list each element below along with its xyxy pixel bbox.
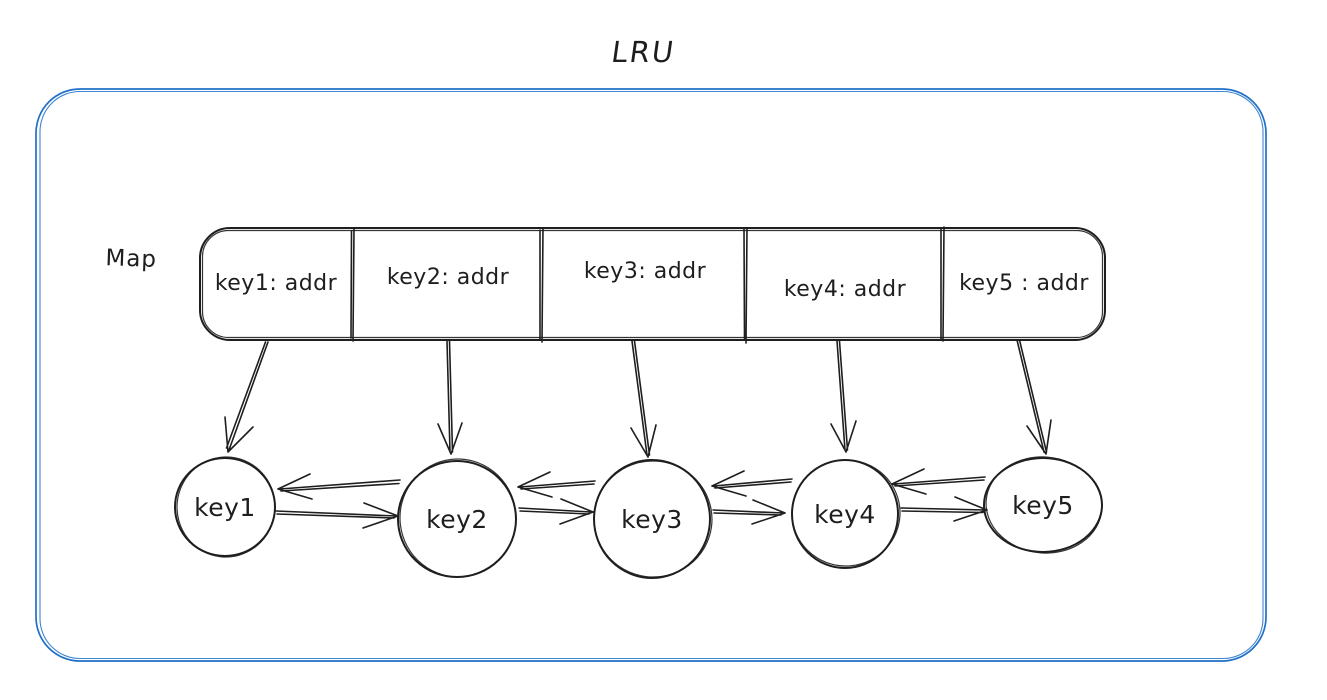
- node-label: key5: [1012, 491, 1074, 520]
- map-cell-key5: key5 : addr: [959, 271, 1089, 296]
- arrow-key4-to-key5: [900, 496, 988, 522]
- node-label: key2: [426, 505, 488, 534]
- node-circle-second-pass: [791, 459, 901, 567]
- arrow-key5-to-key4: [891, 468, 986, 495]
- node-key5: key5: [983, 456, 1103, 554]
- map-cell-key3: key3: addr: [584, 259, 707, 284]
- map-box-outline-second-pass: [201, 229, 1104, 339]
- map-cell-divider: [350, 228, 355, 342]
- node-circle-second-pass: [176, 456, 276, 558]
- arrow-map-to-key1: [224, 341, 269, 453]
- map-cell-divider: [940, 226, 945, 342]
- arrow-key4-to-key3: [711, 470, 793, 497]
- map-cell-divider: [743, 227, 748, 344]
- node-key2: key2: [397, 458, 517, 578]
- node-label: key3: [621, 505, 683, 534]
- arrow-key2-to-key1: [277, 473, 401, 500]
- arrow-key2-to-key3: [518, 498, 594, 525]
- linked-list-nodes: key1 key2 key3 key4 key5: [174, 456, 1103, 579]
- diagram-title: LRU: [609, 35, 677, 69]
- node-circle-second-pass: [593, 460, 713, 578]
- arrow-key3-to-key2: [517, 471, 596, 498]
- node-key1: key1: [174, 456, 276, 558]
- container-box-outline: [35, 88, 1267, 662]
- map-box-outline: [199, 227, 1106, 341]
- arrow-map-to-key5: [1016, 339, 1052, 455]
- arrow-key1-to-key2: [275, 502, 399, 529]
- map-box: [199, 227, 1106, 341]
- container-box-outline-second-pass: [39, 90, 1264, 660]
- linked-list-arrows: [275, 468, 988, 529]
- container-box: [35, 88, 1267, 662]
- map-label: Map: [105, 245, 157, 273]
- map-cell-key2: key2: addr: [387, 265, 510, 290]
- node-label: key1: [194, 493, 256, 522]
- map-cell-dividers: [350, 226, 945, 344]
- node-label: key4: [814, 500, 876, 529]
- arrow-key3-to-key4: [712, 499, 786, 525]
- map-cell-key4: key4: addr: [784, 277, 907, 302]
- map-pointer-arrows: [224, 339, 1052, 458]
- map-cell-key1: key1: addr: [215, 271, 338, 296]
- arrow-map-to-key4: [830, 340, 857, 453]
- arrow-map-to-key3: [630, 340, 657, 458]
- node-circle-second-pass: [985, 456, 1103, 554]
- arrow-map-to-key2: [437, 340, 463, 455]
- node-key4: key4: [791, 459, 901, 569]
- node-key3: key3: [593, 459, 713, 579]
- map-cell-divider: [539, 227, 544, 343]
- node-circle-second-pass: [399, 458, 517, 578]
